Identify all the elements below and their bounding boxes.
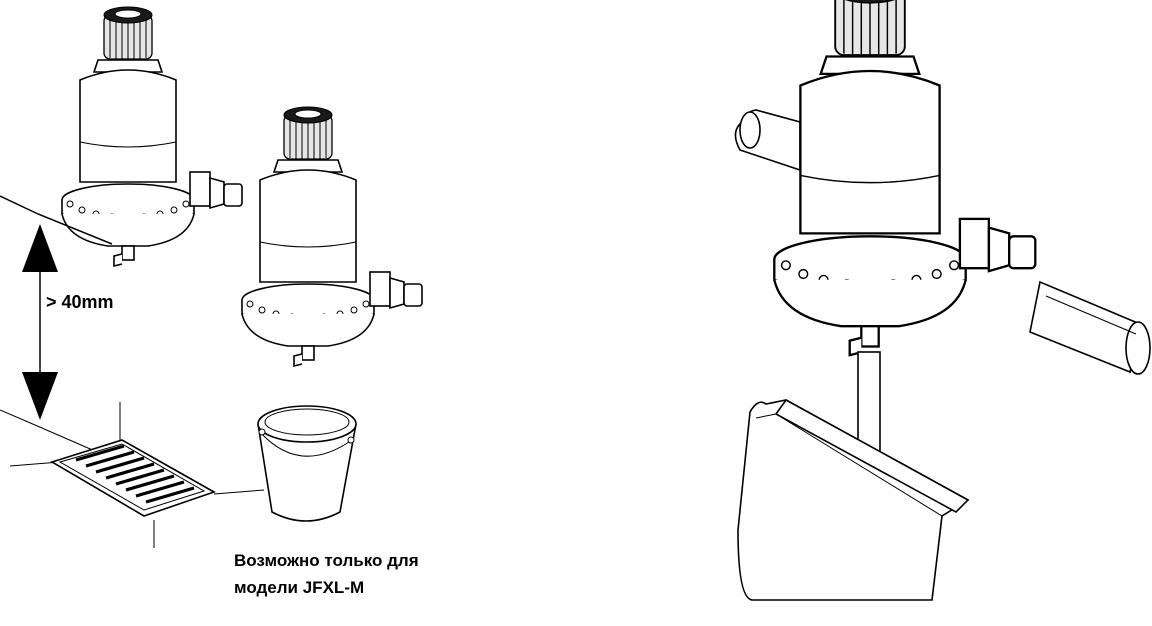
floor-lines xyxy=(0,402,265,548)
pipe-right xyxy=(1029,280,1151,375)
drain-tank xyxy=(737,398,970,601)
distance-label: > 40mm xyxy=(46,292,114,312)
mounting-surface xyxy=(0,195,113,245)
note-line-2: модели JFXL-M xyxy=(234,578,364,597)
floor-drain-grate xyxy=(50,439,216,517)
regulator-left xyxy=(61,6,243,267)
regulator-right xyxy=(773,0,1037,357)
dimension-arrow xyxy=(22,224,58,420)
regulator-middle xyxy=(241,106,423,367)
bucket xyxy=(257,405,357,522)
note-line-1: Возможно только для xyxy=(234,551,419,570)
pipe-left xyxy=(734,109,801,172)
